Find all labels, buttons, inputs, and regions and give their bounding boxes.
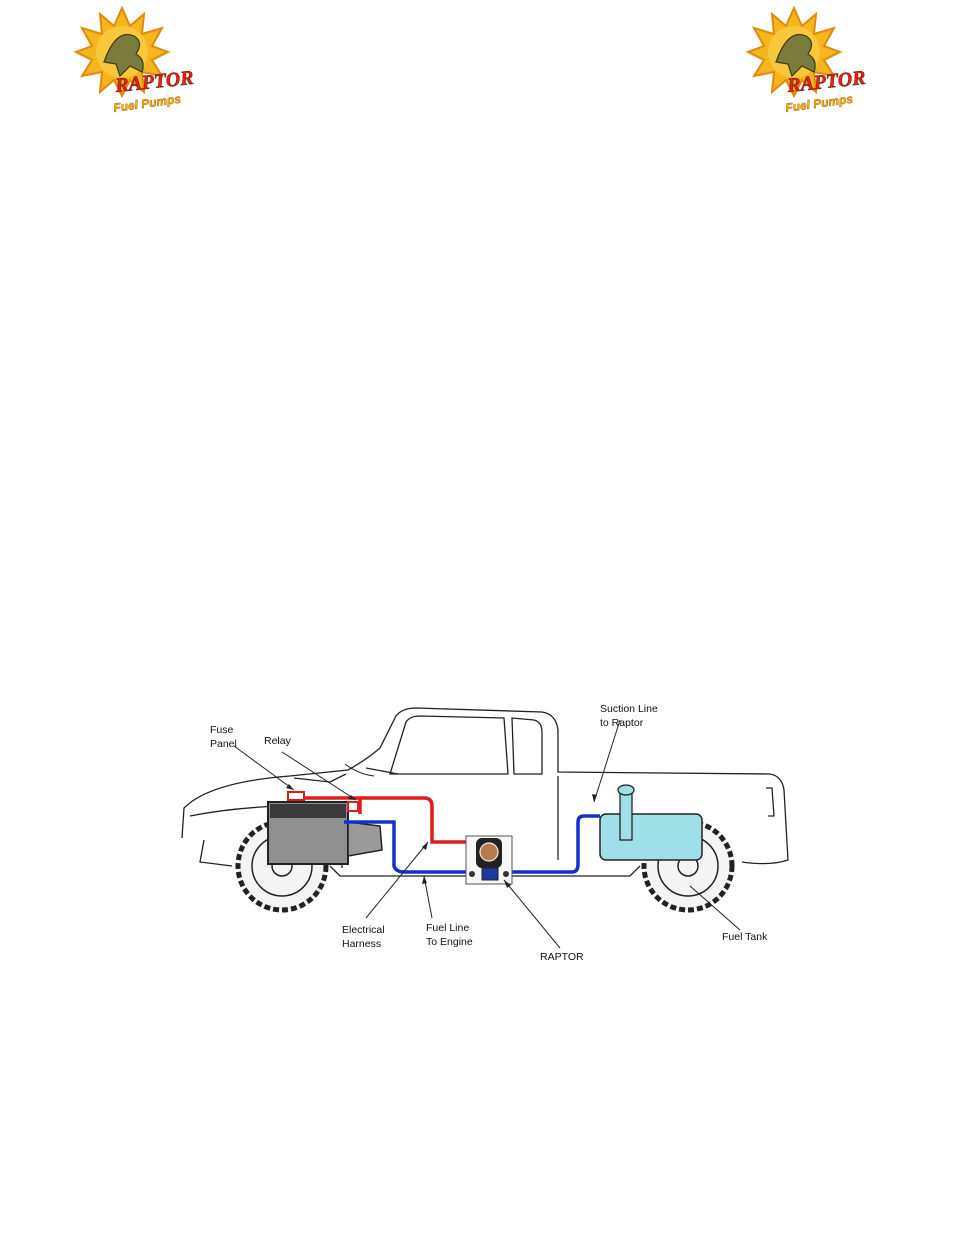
label-fuel-tank: Fuel Tank: [722, 931, 768, 943]
fuel-tank: [600, 785, 702, 860]
label-suction-line-2: to Raptor: [600, 717, 644, 729]
label-fuel-line-2: To Engine: [426, 936, 473, 948]
fuel-system-diagram: Fuse Panel Relay Suction Line to Raptor …: [170, 690, 820, 975]
label-electrical-harness-2: Harness: [342, 938, 381, 950]
fuse-panel-box: [288, 792, 304, 800]
label-fuse-panel-2: Panel: [210, 738, 237, 750]
raptor-logo-left: RAPTOR Fuel Pumps: [70, 6, 200, 118]
raptor-sun-logo-icon: RAPTOR Fuel Pumps: [742, 6, 872, 118]
label-raptor: RAPTOR: [540, 951, 584, 963]
label-relay: Relay: [264, 735, 292, 747]
label-fuse-panel: Fuse: [210, 724, 234, 736]
raptor-pump: [466, 836, 512, 884]
label-suction-line: Suction Line: [600, 703, 658, 715]
engine-block: [268, 802, 382, 864]
label-electrical-harness: Electrical: [342, 924, 385, 936]
raptor-sun-logo-icon: RAPTOR Fuel Pumps: [70, 6, 200, 118]
label-fuel-line: Fuel Line: [426, 922, 469, 934]
relay-box: [348, 802, 358, 811]
raptor-logo-right: RAPTOR Fuel Pumps: [742, 6, 872, 118]
